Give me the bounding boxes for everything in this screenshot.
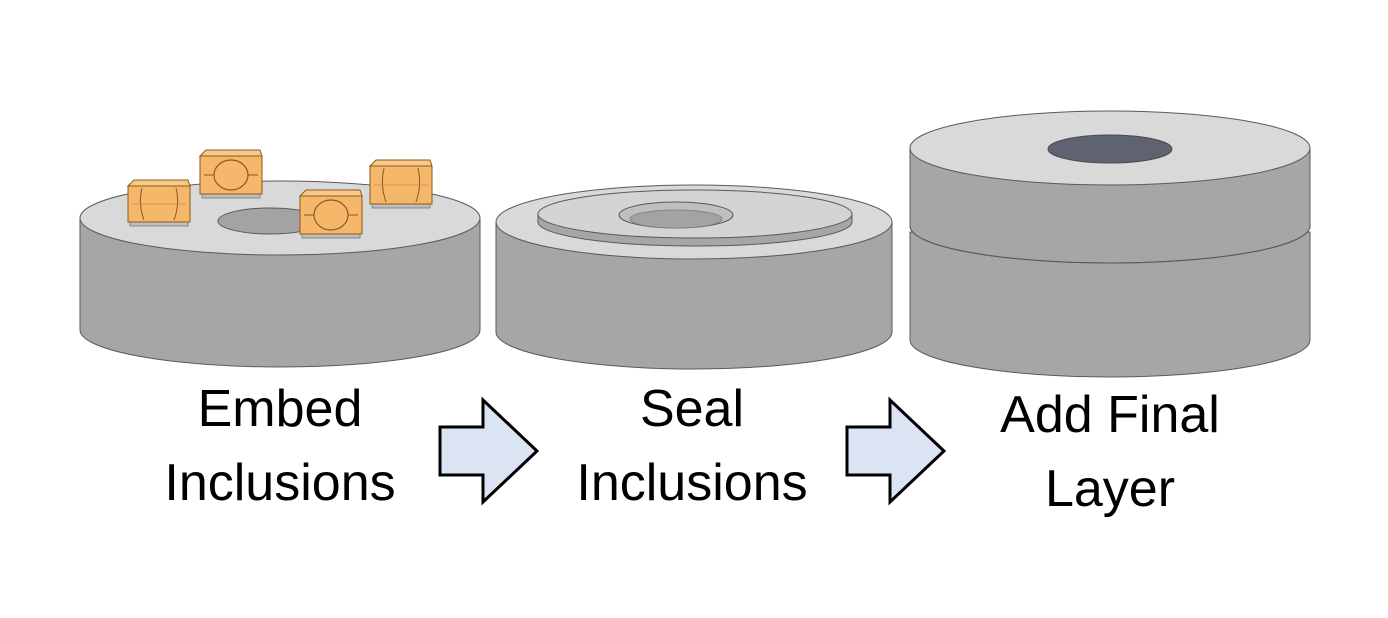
disk-side [79,217,481,368]
center-hole [1047,134,1173,164]
caption-line: Embed [197,380,363,438]
disk-side [495,221,893,370]
caption-line: Add Final [1000,386,1220,444]
disk-add-final-layer [909,110,1311,378]
inclusion-cube [368,159,433,209]
arrow-right-icon [438,396,540,506]
step-caption-seal: Seal Inclusions [542,372,842,520]
inclusion-cube [198,149,263,199]
step-caption-final: Add Final Layer [955,378,1265,526]
disk-side-lower [909,231,1311,378]
disk-embed-inclusions [79,149,481,368]
caption-line: Inclusions [576,454,808,512]
arrow-right-icon [845,396,947,506]
caption-line: Seal [639,380,745,438]
caption-line: Layer [1044,460,1176,518]
caption-line: Inclusions [164,454,396,512]
inclusion-cube [126,179,191,227]
inclusion-cube [298,189,363,239]
disk-seal-inclusions [495,184,893,370]
step-caption-embed: Embed Inclusions [130,372,430,520]
